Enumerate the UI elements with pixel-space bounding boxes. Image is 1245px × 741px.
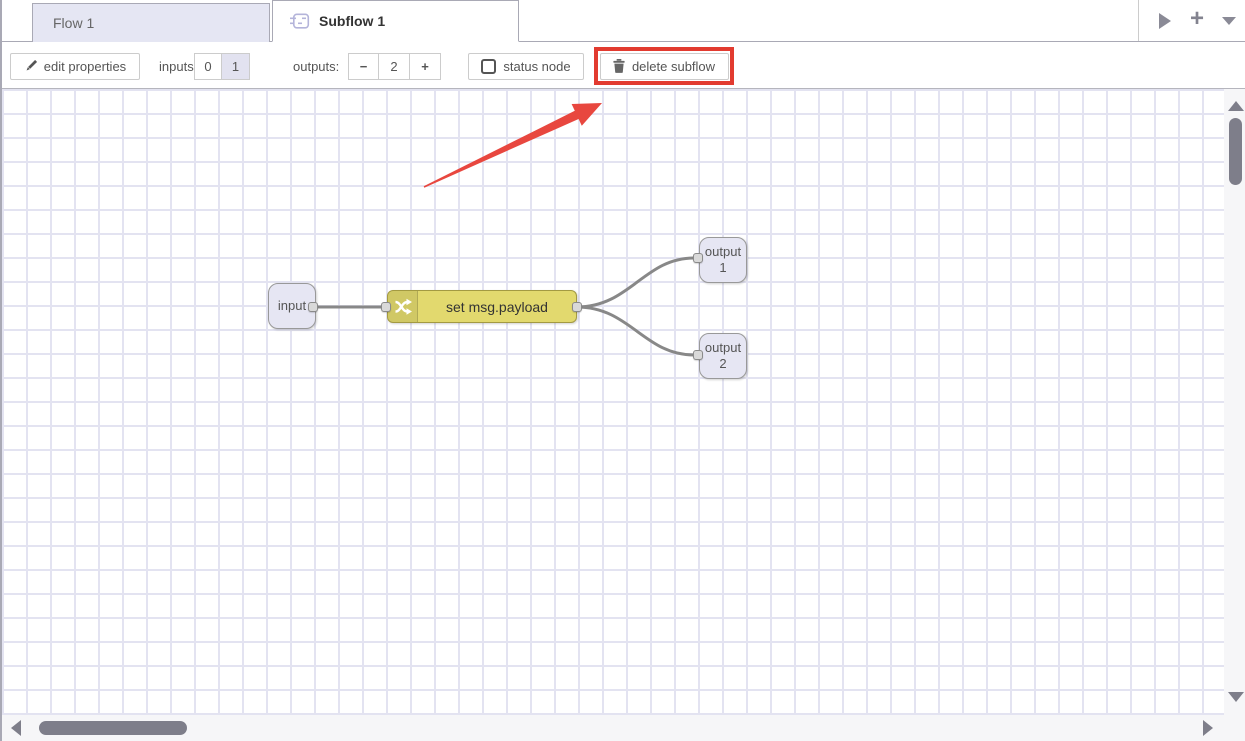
next-tab-button[interactable]: [1149, 0, 1181, 41]
horizontal-scroll-thumb[interactable]: [39, 721, 187, 735]
change-node-input-port[interactable]: [381, 302, 391, 312]
scroll-right-icon[interactable]: [1203, 720, 1213, 736]
pencil-icon: [24, 60, 37, 73]
flow-canvas[interactable]: input set msg.payload output 1: [2, 89, 1224, 715]
outputs-decrement-button[interactable]: −: [348, 53, 379, 80]
input-node-output-port[interactable]: [308, 302, 318, 312]
output1-label: output: [704, 243, 742, 259]
inputs-option-0[interactable]: 0: [194, 53, 222, 80]
add-flow-button[interactable]: +: [1181, 0, 1213, 41]
scroll-up-icon[interactable]: [1228, 101, 1244, 111]
tab-flow-1[interactable]: Flow 1: [32, 3, 270, 42]
tab-flow-1-label: Flow 1: [53, 15, 95, 31]
annotation-arrow: [423, 103, 602, 188]
play-icon: [1159, 12, 1171, 29]
shuffle-icon: [394, 298, 412, 315]
workspace-tab-bar: Flow 1 Subflow 1: [2, 0, 1245, 42]
chevron-down-icon: [1222, 16, 1236, 25]
scroll-down-icon[interactable]: [1228, 692, 1244, 702]
subflow-output-node-1[interactable]: output 1: [699, 237, 747, 283]
inputs-toggle-group: 0 1: [194, 53, 250, 80]
wire-change-to-output1[interactable]: [575, 256, 696, 309]
outputs-label: outputs:: [293, 59, 340, 74]
delete-subflow-label: delete subflow: [631, 58, 716, 74]
subflow-icon: [289, 12, 310, 30]
tab-list-dropdown-button[interactable]: [1213, 0, 1245, 41]
inputs-option-1[interactable]: 1: [222, 53, 250, 80]
wire-change-to-output2[interactable]: [575, 305, 696, 357]
trash-icon: [613, 59, 625, 73]
subflow-output-node-2[interactable]: output 2: [699, 333, 747, 379]
output2-input-port[interactable]: [693, 350, 703, 360]
change-node[interactable]: set msg.payload: [387, 290, 577, 323]
horizontal-scrollbar[interactable]: [2, 715, 1245, 741]
scroll-left-icon[interactable]: [11, 720, 21, 736]
status-node-label: status node: [503, 59, 571, 74]
output2-number: 2: [719, 356, 727, 371]
tab-subflow-1[interactable]: Subflow 1: [272, 0, 519, 42]
change-node-output-port[interactable]: [572, 302, 582, 312]
status-node-checkbox[interactable]: [481, 59, 497, 74]
outputs-increment-button[interactable]: +: [410, 53, 441, 80]
wire-layer: [311, 103, 696, 357]
tab-subflow-1-label: Subflow 1: [319, 13, 386, 29]
subflow-toolbar: edit properties inputs: 0 1 outputs: − 2…: [2, 42, 1245, 89]
vertical-scroll-thumb[interactable]: [1229, 118, 1242, 185]
output2-label: output: [704, 339, 742, 355]
edit-properties-label: edit properties: [43, 59, 127, 74]
edit-properties-button[interactable]: edit properties: [10, 53, 140, 80]
outputs-count-value[interactable]: 2: [379, 53, 410, 80]
inputs-label: inputs:: [159, 59, 198, 74]
output1-number: 1: [719, 260, 727, 275]
annotation-highlight-box: delete subflow: [594, 47, 734, 85]
plus-icon: +: [1189, 5, 1204, 32]
delete-subflow-button[interactable]: delete subflow: [599, 52, 729, 80]
status-node-button[interactable]: status node: [468, 53, 584, 80]
vertical-scrollbar[interactable]: [1224, 89, 1245, 715]
outputs-spinner-group: − 2 +: [348, 53, 441, 80]
change-node-label: set msg.payload: [446, 298, 548, 315]
tab-bar-divider: [1138, 0, 1139, 41]
tab-bar-controls: +: [1138, 0, 1245, 41]
change-node-icon-section: [388, 291, 418, 322]
input-node-label: input: [277, 297, 307, 313]
output1-input-port[interactable]: [693, 253, 703, 263]
